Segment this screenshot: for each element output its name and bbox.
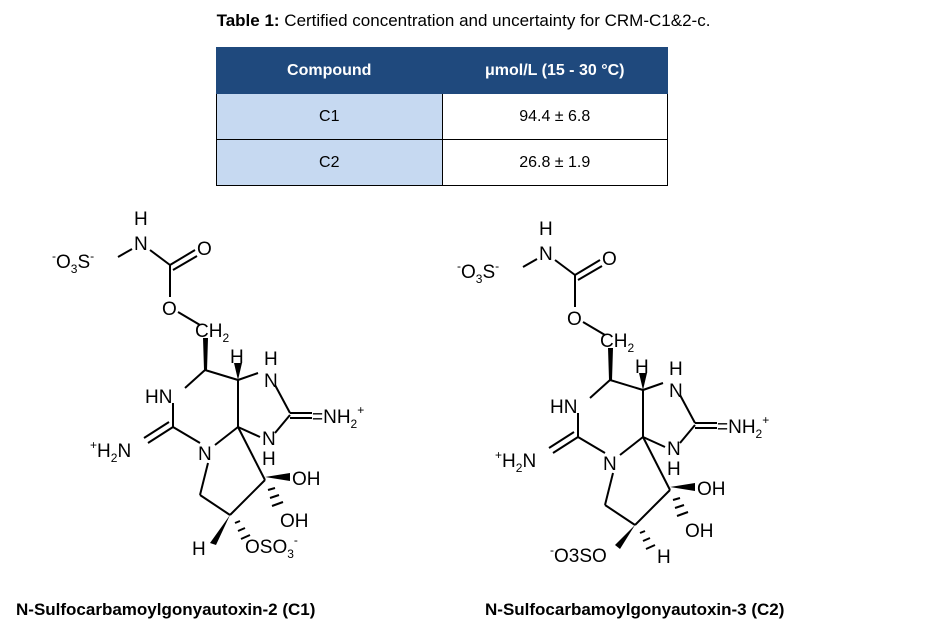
oh2-label: OH bbox=[280, 511, 309, 532]
h-n1-label: H bbox=[264, 349, 278, 370]
table-caption: Table 1: Certified concentration and unc… bbox=[0, 11, 927, 31]
hn-label: HN bbox=[145, 387, 172, 408]
ch2-label: CH2 bbox=[195, 321, 229, 345]
oh2-label: OH bbox=[685, 521, 714, 542]
cell-value: 94.4 ± 6.8 bbox=[441, 93, 668, 140]
table-row: C1 94.4 ± 6.8 bbox=[216, 93, 668, 140]
h-n2-label: H bbox=[262, 449, 276, 470]
oh1-label: OH bbox=[697, 479, 726, 500]
table-header-row: Compound μmol/L (15 - 30 °C) bbox=[216, 47, 668, 94]
n-ring-label: N bbox=[264, 371, 278, 392]
caption-label: Table 1: bbox=[216, 11, 280, 30]
carbonyl-o-label: O bbox=[197, 239, 212, 260]
caption-text: Certified concentration and uncertainty … bbox=[279, 11, 711, 30]
molecule-name-c1: N-Sulfocarbamoylgonyautoxin-2 (C1) bbox=[16, 600, 316, 619]
nh-n-label: N bbox=[134, 234, 148, 255]
oh1-label: OH bbox=[292, 469, 321, 490]
so3-label: -O3S- bbox=[52, 249, 94, 276]
h2n-label: +H2N bbox=[90, 438, 131, 465]
n-ring-label: N bbox=[669, 381, 683, 402]
table-row: C2 26.8 ± 1.9 bbox=[216, 139, 668, 186]
cell-compound: C2 bbox=[216, 139, 443, 186]
nh2-label: =NH2+ bbox=[717, 413, 769, 441]
carbonyl-o-label: O bbox=[602, 249, 617, 270]
cell-compound: C1 bbox=[216, 93, 443, 140]
n-ring2-label: N bbox=[667, 439, 681, 460]
oso3-label: -O3SO bbox=[550, 543, 607, 567]
header-concentration: μmol/L (15 - 30 °C) bbox=[441, 47, 668, 94]
structure-c1: -O3S- H N O O CH2 H HN H N =NH2+ N H +H2… bbox=[52, 209, 364, 561]
nh2-label: =NH2+ bbox=[312, 403, 364, 431]
h-n1-label: H bbox=[669, 359, 683, 380]
nh-h-label: H bbox=[134, 209, 148, 230]
n-ring2-label: N bbox=[262, 429, 276, 450]
nh-n-label: N bbox=[539, 244, 553, 265]
nh-h-label: H bbox=[539, 219, 553, 240]
n-center-label: N bbox=[603, 454, 617, 475]
ch2-label: CH2 bbox=[600, 331, 634, 355]
molecule-name-c2: N-Sulfocarbamoylgonyautoxin-3 (C2) bbox=[485, 600, 785, 619]
h-top-label: H bbox=[230, 347, 244, 368]
n-center-label: N bbox=[198, 444, 212, 465]
hn-label: HN bbox=[550, 397, 577, 418]
h-bottom-label: H bbox=[192, 539, 206, 560]
concentration-table: Compound μmol/L (15 - 30 °C) C1 94.4 ± 6… bbox=[216, 47, 668, 186]
header-compound: Compound bbox=[216, 47, 443, 94]
ester-o-label: O bbox=[162, 299, 177, 320]
oso3-label: OSO3- bbox=[245, 533, 298, 561]
h2n-label: +H2N bbox=[495, 448, 536, 475]
h-n2-label: H bbox=[667, 459, 681, 480]
structure-c2: -O3S- H N O O CH2 H HN H N =NH2+ N H +H2… bbox=[457, 219, 769, 568]
bonds-c1 bbox=[117, 248, 312, 545]
cell-value: 26.8 ± 1.9 bbox=[441, 139, 668, 186]
h-bottom-label: H bbox=[657, 547, 671, 568]
so3-label: -O3S- bbox=[457, 259, 499, 286]
h-top-label: H bbox=[635, 357, 649, 378]
bonds-c2 bbox=[522, 258, 717, 550]
ester-o-label: O bbox=[567, 309, 582, 330]
